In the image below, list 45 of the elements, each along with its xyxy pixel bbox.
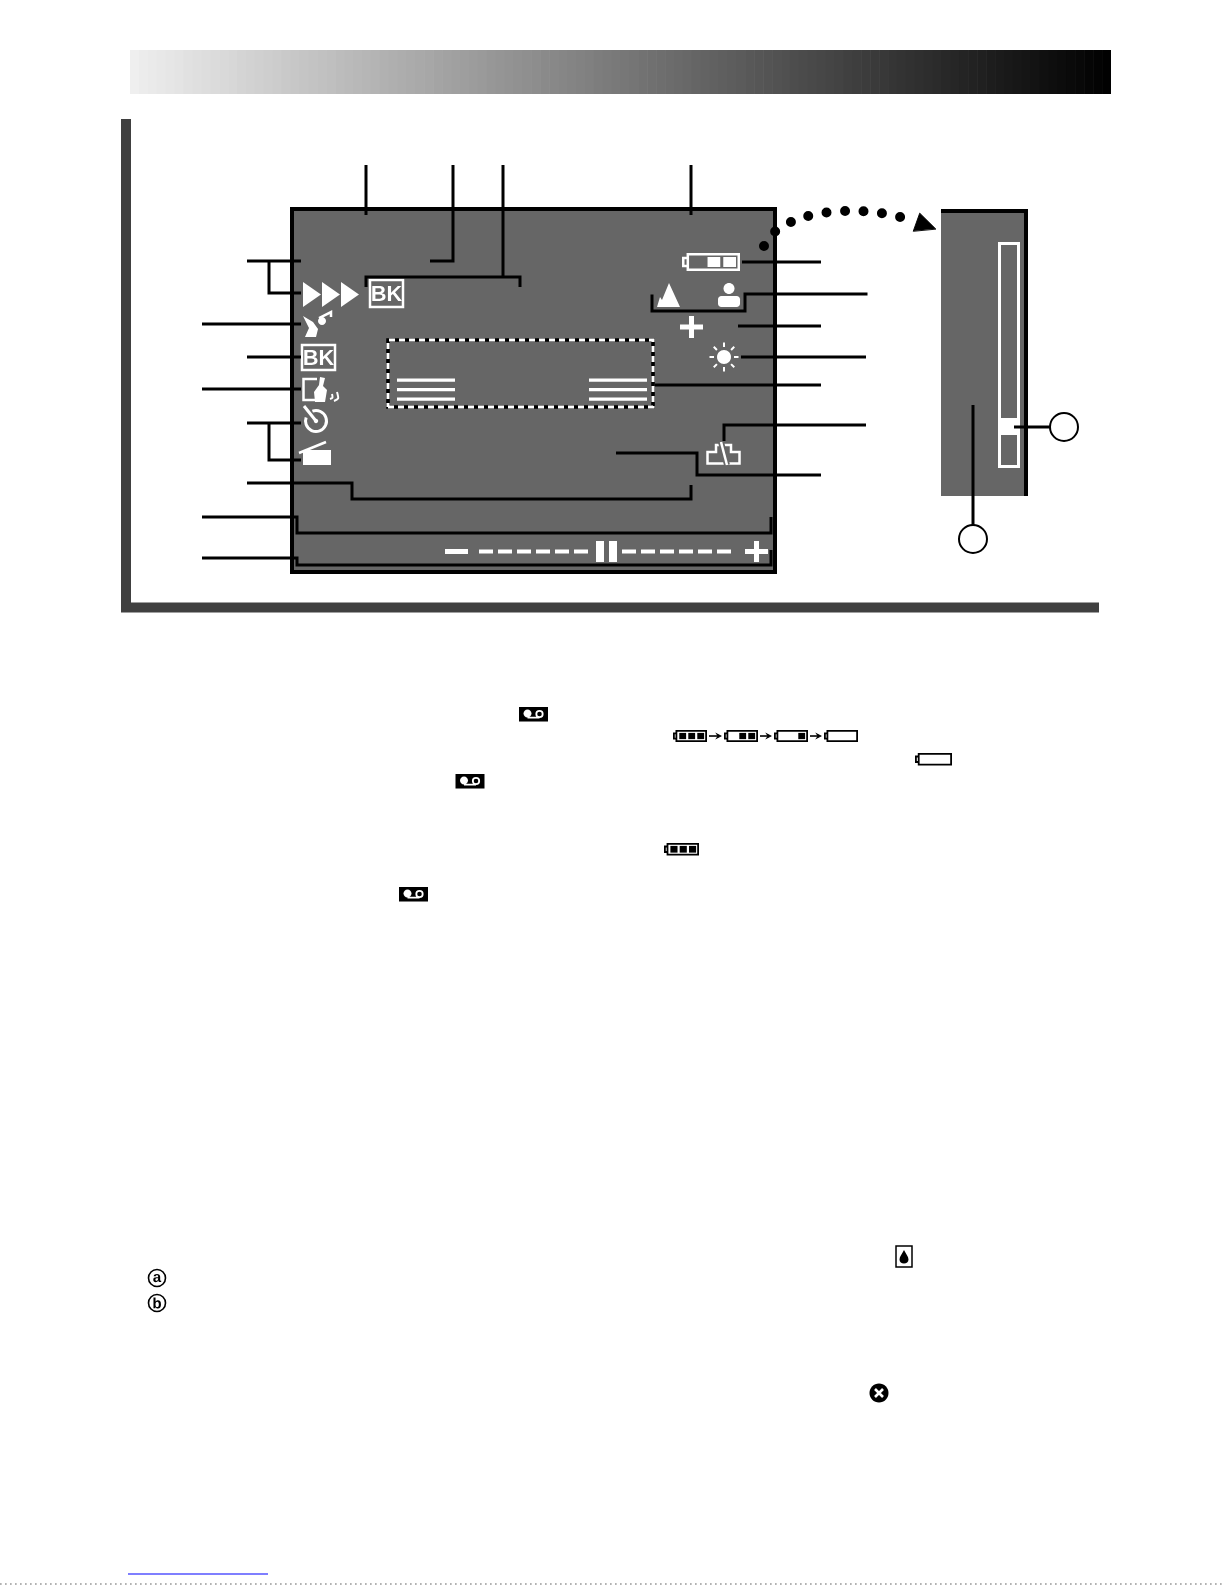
lcd-screen xyxy=(290,207,777,574)
leader-line xyxy=(971,405,975,525)
leader-line xyxy=(655,383,821,387)
leader-line xyxy=(202,322,301,326)
leader-line xyxy=(245,259,303,295)
bk-indicator: BK xyxy=(300,343,337,372)
leader-line xyxy=(650,292,868,313)
leader-line xyxy=(245,421,303,462)
leader-line xyxy=(202,387,301,391)
callout-letter: a xyxy=(147,1268,167,1288)
sun-icon xyxy=(708,341,740,373)
leader-line xyxy=(741,355,866,359)
battery-icon xyxy=(724,730,758,742)
bk-indicator: BK xyxy=(368,278,405,309)
leader-line xyxy=(247,481,693,501)
leader-line xyxy=(247,355,301,359)
mountain-icon xyxy=(657,283,680,307)
leader-line xyxy=(742,260,821,264)
person-icon xyxy=(718,283,740,307)
battery-icon xyxy=(774,730,808,742)
sports-icon xyxy=(303,310,333,337)
dashed-frame xyxy=(386,338,655,409)
leader-line xyxy=(364,165,368,215)
leader-line xyxy=(364,163,522,289)
battery-icon xyxy=(673,730,707,742)
dotted-arrow xyxy=(759,205,937,251)
side-panel xyxy=(941,209,1028,496)
scale-bar xyxy=(445,541,768,562)
leader-line xyxy=(202,550,773,567)
leader-line xyxy=(202,515,773,535)
fast-forward-icon xyxy=(303,282,359,307)
timer-icon xyxy=(302,405,328,433)
clapper-icon xyxy=(298,440,331,465)
hand-shake-icon xyxy=(302,377,340,402)
leader-line xyxy=(722,423,866,441)
leader-line xyxy=(689,165,693,215)
callout-circle xyxy=(958,524,988,554)
leader-line xyxy=(616,451,821,477)
leader-line xyxy=(1014,425,1050,429)
battery-icon xyxy=(682,253,740,271)
crossed-box-icon xyxy=(706,441,741,466)
callout-letter: b xyxy=(147,1293,167,1313)
level-meter xyxy=(998,242,1020,468)
battery-icon xyxy=(824,730,858,742)
callout-circle xyxy=(1049,412,1079,442)
